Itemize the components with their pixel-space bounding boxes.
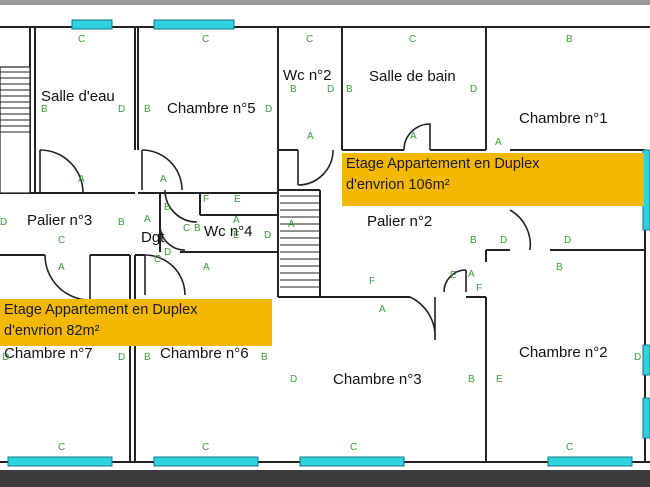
room-chambre-6: Chambre n°6 [160,345,249,362]
top-border [0,0,650,5]
banner-right-line1: Etage Appartement en Duplex [346,156,540,172]
wall-letter: F [203,194,210,205]
window-bottom-1 [7,456,113,467]
room-chambre-5: Chambre n°5 [167,100,256,117]
wall-letter: B [144,352,151,363]
wall-letter: B [144,104,151,115]
staircase-left [0,66,31,194]
wall-letter: D [164,247,172,258]
windows [7,19,650,467]
room-dgt: Dgt [141,229,165,246]
window-bottom-4 [547,456,633,467]
wall-letter: B [194,223,201,234]
wall-letter: C [350,442,358,453]
wall-letter: E [496,374,503,385]
wall-letter: B [261,352,268,363]
room-palier-2: Palier n°2 [367,213,433,230]
wall-letter: A [495,137,502,148]
banner-right-line2: d'envrion 106m² [346,177,450,193]
wall-letter: A [379,304,386,315]
wall-letter: D [118,352,126,363]
wall-letter: D [500,235,508,246]
wall-letter: E [234,194,241,205]
wall-letter: B [164,202,171,213]
wall-letter: D [264,230,272,241]
wall-letter: D [327,84,335,95]
staircase-left-steps [0,71,30,133]
wall-letter: A [160,174,167,185]
room-chambre-3: Chambre n°3 [333,371,422,388]
wall-letter: B [346,84,353,95]
banner-left-line1: Etage Appartement en Duplex [4,302,198,318]
wall-letter: B [470,235,477,246]
wall-letter: C [154,254,162,265]
wall-letter: C [202,34,210,45]
window-right-2 [642,344,650,376]
room-chambre-1: Chambre n°1 [519,110,608,127]
banner-right: Etage Appartement en Duplex d'envrion 10… [342,153,644,206]
wall-letter: C [58,235,66,246]
wall-letter: C [58,442,66,453]
wall-letter: E [450,270,457,281]
wall-letter: A [144,214,151,225]
wall-letter: A [78,174,85,185]
room-salle-deau: Salle d'eau [41,88,115,105]
window-bottom-3 [299,456,405,467]
wall-letter: C [409,34,417,45]
wall-letter: D [470,84,478,95]
wall-letter: B [566,34,573,45]
window-top-2 [153,19,235,30]
room-wc-2: Wc n°2 [283,67,332,84]
wall-letter: D [634,352,642,363]
wall-letter: D [265,104,273,115]
wall-letter: C [78,34,86,45]
wall-letter: A [58,262,65,273]
wall-letter: A [233,215,240,226]
room-chambre-2: Chambre n°2 [519,344,608,361]
wall-letter: D [0,217,8,228]
room-wc-4: Wc n°4 [204,223,253,240]
wall-letter: A [468,269,475,280]
wall-letter: B [118,217,125,228]
window-right-3 [642,397,650,439]
wall-letter: F [369,276,376,287]
window-top-1 [71,19,113,30]
wall-letter: A [203,262,210,273]
wall-letter: B [41,104,48,115]
wall-letter: C [306,34,314,45]
wall-letter: C [183,223,191,234]
bottom-strip [0,470,650,487]
banner-left-line2: d'envrion 82m² [4,323,100,339]
window-right-1 [642,149,650,231]
wall-letter: A [288,219,295,230]
wall-letter: B [556,262,563,273]
wall-letter: F [476,283,483,294]
wall-letter: C [566,442,574,453]
room-palier-3: Palier n°3 [27,212,93,229]
banner-left: Etage Appartement en Duplex d'envrion 82… [0,299,272,346]
wall-letter: E [233,230,240,241]
wall-letter: A [410,131,417,142]
wall-letter: D [2,352,10,363]
staircase-center-steps [280,195,320,288]
wall-letter: A [307,131,314,142]
room-salle-de-bain: Salle de bain [369,68,456,85]
wall-letter: D [290,374,298,385]
room-chambre-7: Chambre n°7 [4,345,93,362]
wall-letter: C [202,442,210,453]
wall-letter: D [564,235,572,246]
window-bottom-2 [153,456,259,467]
wall-letter: B [468,374,475,385]
wall-letter: D [118,104,126,115]
wall-letter: B [290,84,297,95]
